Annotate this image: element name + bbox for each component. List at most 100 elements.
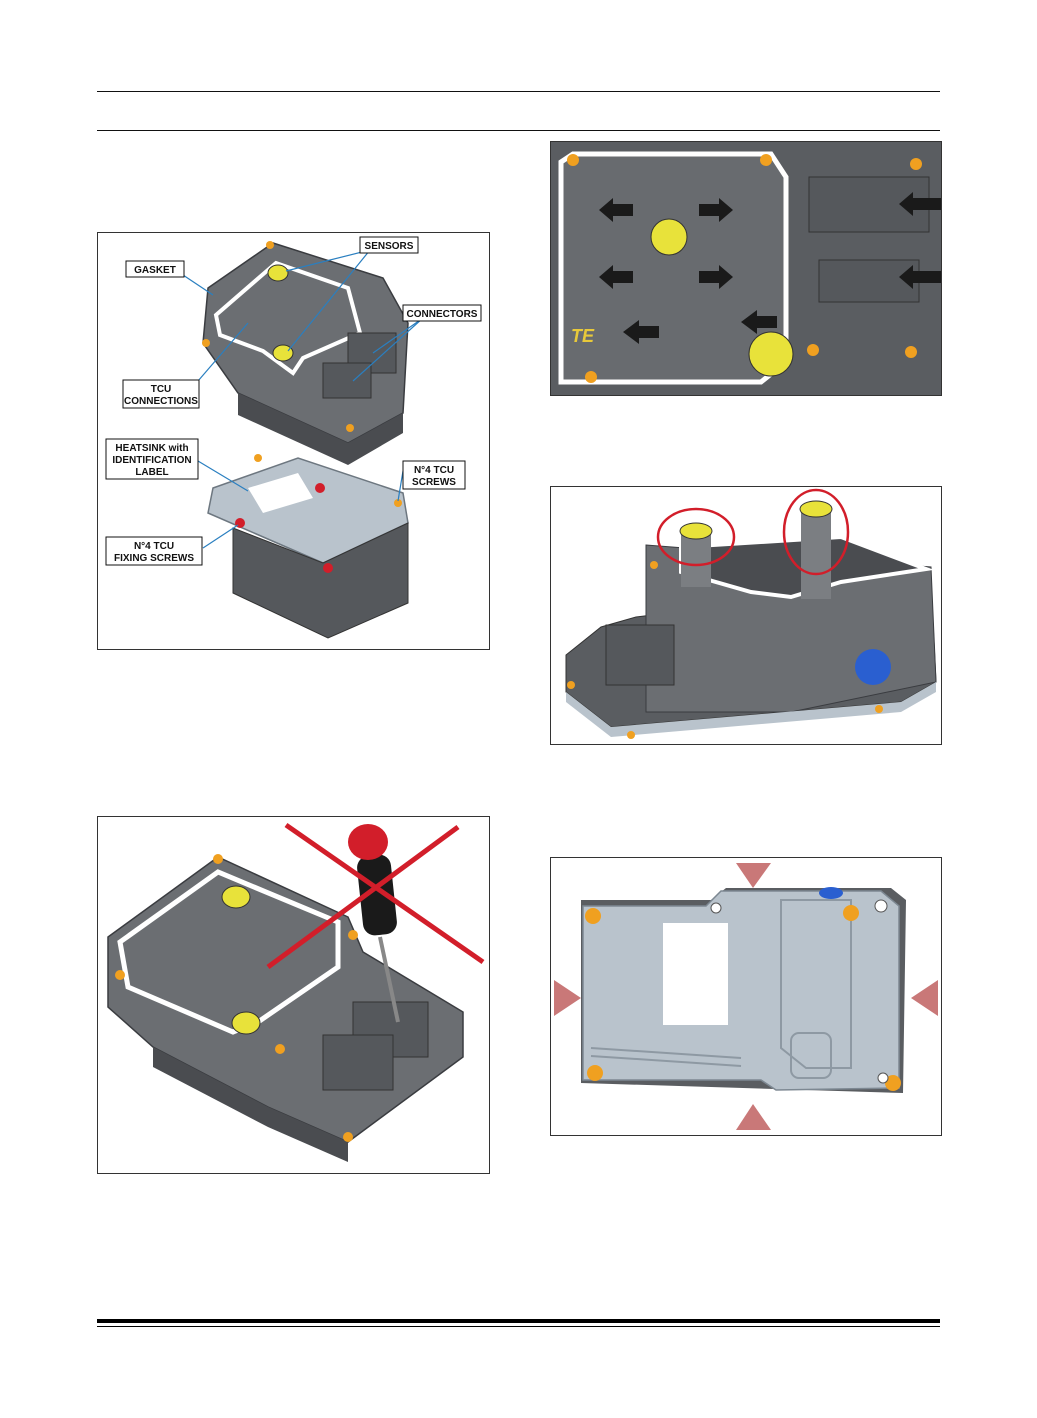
screwdriver-icon — [348, 824, 400, 1023]
svg-text:FIXING SCREWS: FIXING SCREWS — [114, 553, 194, 564]
footer-rule-thick — [97, 1319, 940, 1323]
screw — [585, 908, 601, 924]
screw — [394, 499, 402, 507]
sensors-highlight-drawing — [565, 488, 937, 739]
arrow-left-icon — [623, 320, 659, 344]
callout-connectors: CONNECTORS — [402, 304, 482, 322]
svg-text:TCU: TCU — [151, 384, 172, 395]
highlight-circle-left — [656, 507, 736, 567]
sensor-top — [221, 885, 251, 909]
exploded-view-drawing: GASKET SENSORS CONNECTORS TCU CONNECTION… — [105, 236, 482, 639]
housing-side — [153, 1047, 348, 1162]
prohibited-cross-icon — [266, 822, 485, 970]
connector-block-2 — [322, 362, 372, 399]
fixing-screw-red — [323, 563, 333, 573]
identification-label — [248, 473, 313, 513]
mount-hole — [874, 899, 888, 913]
top-view-drawing: TE — [551, 142, 941, 395]
callout-heatsink: HEATSINK with IDENTIFICATION LABEL — [105, 438, 199, 480]
screw — [254, 454, 262, 462]
triangle-left-icon — [911, 980, 938, 1016]
svg-text:GASKET: GASKET — [134, 265, 176, 276]
arrow-left-icon — [899, 265, 941, 289]
screw — [885, 1075, 901, 1091]
svg-text:N°4 TCU: N°4 TCU — [134, 541, 174, 552]
callout-tcu-connections: TCU CONNECTIONS — [122, 379, 200, 409]
heatsink-groove — [590, 1055, 742, 1067]
arrow-left-icon — [599, 265, 633, 289]
sensors-highlight-figure — [550, 486, 942, 745]
screw — [875, 705, 883, 713]
sensor-left — [679, 522, 713, 540]
pointer-triangles — [554, 863, 938, 1130]
callout-fixing-screws: N°4 TCU FIXING SCREWS — [105, 536, 203, 566]
footer-rule-thin — [97, 1326, 940, 1327]
top-view-figure: TE — [550, 141, 942, 396]
screw — [346, 424, 354, 432]
screw — [115, 970, 125, 980]
arrow-icons — [599, 192, 941, 344]
screw — [348, 930, 358, 940]
header-rule-top — [97, 91, 940, 92]
triangle-up-icon — [736, 1104, 771, 1130]
svg-text:N°4 TCU: N°4 TCU — [414, 465, 454, 476]
screw — [905, 346, 917, 358]
arrow-left-icon — [599, 198, 633, 222]
sensor-center — [650, 218, 688, 256]
arrow-right-icon — [699, 198, 733, 222]
connector-block-2 — [322, 1034, 394, 1091]
svg-text:IDENTIFICATION: IDENTIFICATION — [112, 455, 191, 466]
mount-hole — [710, 902, 722, 914]
callout-leaders — [182, 249, 424, 549]
svg-text:SENSORS: SENSORS — [365, 241, 414, 252]
screwdriver-warning-figure — [97, 816, 490, 1174]
exploded-view-figure: GASKET SENSORS CONNECTORS TCU CONNECTION… — [97, 232, 490, 650]
fixing-screw-red — [315, 483, 325, 493]
heatsink-groove — [590, 1047, 742, 1059]
screw — [760, 154, 772, 166]
screw — [567, 681, 575, 689]
screw — [213, 854, 223, 864]
connector-bottom — [818, 259, 920, 303]
screw — [202, 339, 210, 347]
svg-text:SCREWS: SCREWS — [412, 477, 456, 488]
heatsink-underside-figure — [550, 857, 942, 1136]
sensor-top — [267, 264, 289, 282]
callout-gasket: GASKET — [125, 260, 185, 278]
svg-text:HEATSINK with: HEATSINK with — [115, 443, 188, 454]
arrow-left-icon — [741, 310, 777, 334]
connector-block — [605, 624, 675, 686]
screw — [650, 561, 658, 569]
svg-text:LABEL: LABEL — [135, 467, 168, 478]
header-rule-bottom — [97, 130, 940, 131]
screw — [275, 1044, 285, 1054]
heatsink-plate — [582, 890, 900, 1091]
arrow-left-icon — [899, 192, 941, 216]
heatsink-relief — [780, 899, 852, 1069]
triangle-down-icon — [736, 863, 771, 888]
heatsink-edge — [566, 682, 936, 737]
sensor-post-left — [681, 532, 711, 587]
sensor-right — [799, 500, 833, 518]
mount-hole — [877, 1072, 889, 1084]
screwdriver-warning-drawing — [107, 822, 485, 1162]
triangle-right-icon — [554, 980, 581, 1016]
screw — [343, 1132, 353, 1142]
screw — [807, 344, 819, 356]
gasket-outline — [213, 260, 363, 376]
gasket-outline — [117, 869, 341, 1035]
callout-tcu-screws: N°4 TCU SCREWS — [402, 460, 466, 490]
heatsink-underside-drawing — [554, 863, 938, 1130]
screw — [587, 1065, 603, 1081]
screw — [567, 154, 579, 166]
housing-upper-side — [238, 393, 403, 465]
sensor-bottom — [231, 1011, 261, 1035]
callout-sensors: SENSORS — [359, 236, 419, 254]
identification-label — [663, 923, 728, 1025]
svg-text:CONNECTORS: CONNECTORS — [407, 309, 478, 320]
screw — [585, 371, 597, 383]
screw — [627, 731, 635, 739]
sensor-post-right — [801, 509, 831, 599]
highlight-circle-right — [782, 488, 850, 576]
arrow-right-icon — [699, 265, 733, 289]
